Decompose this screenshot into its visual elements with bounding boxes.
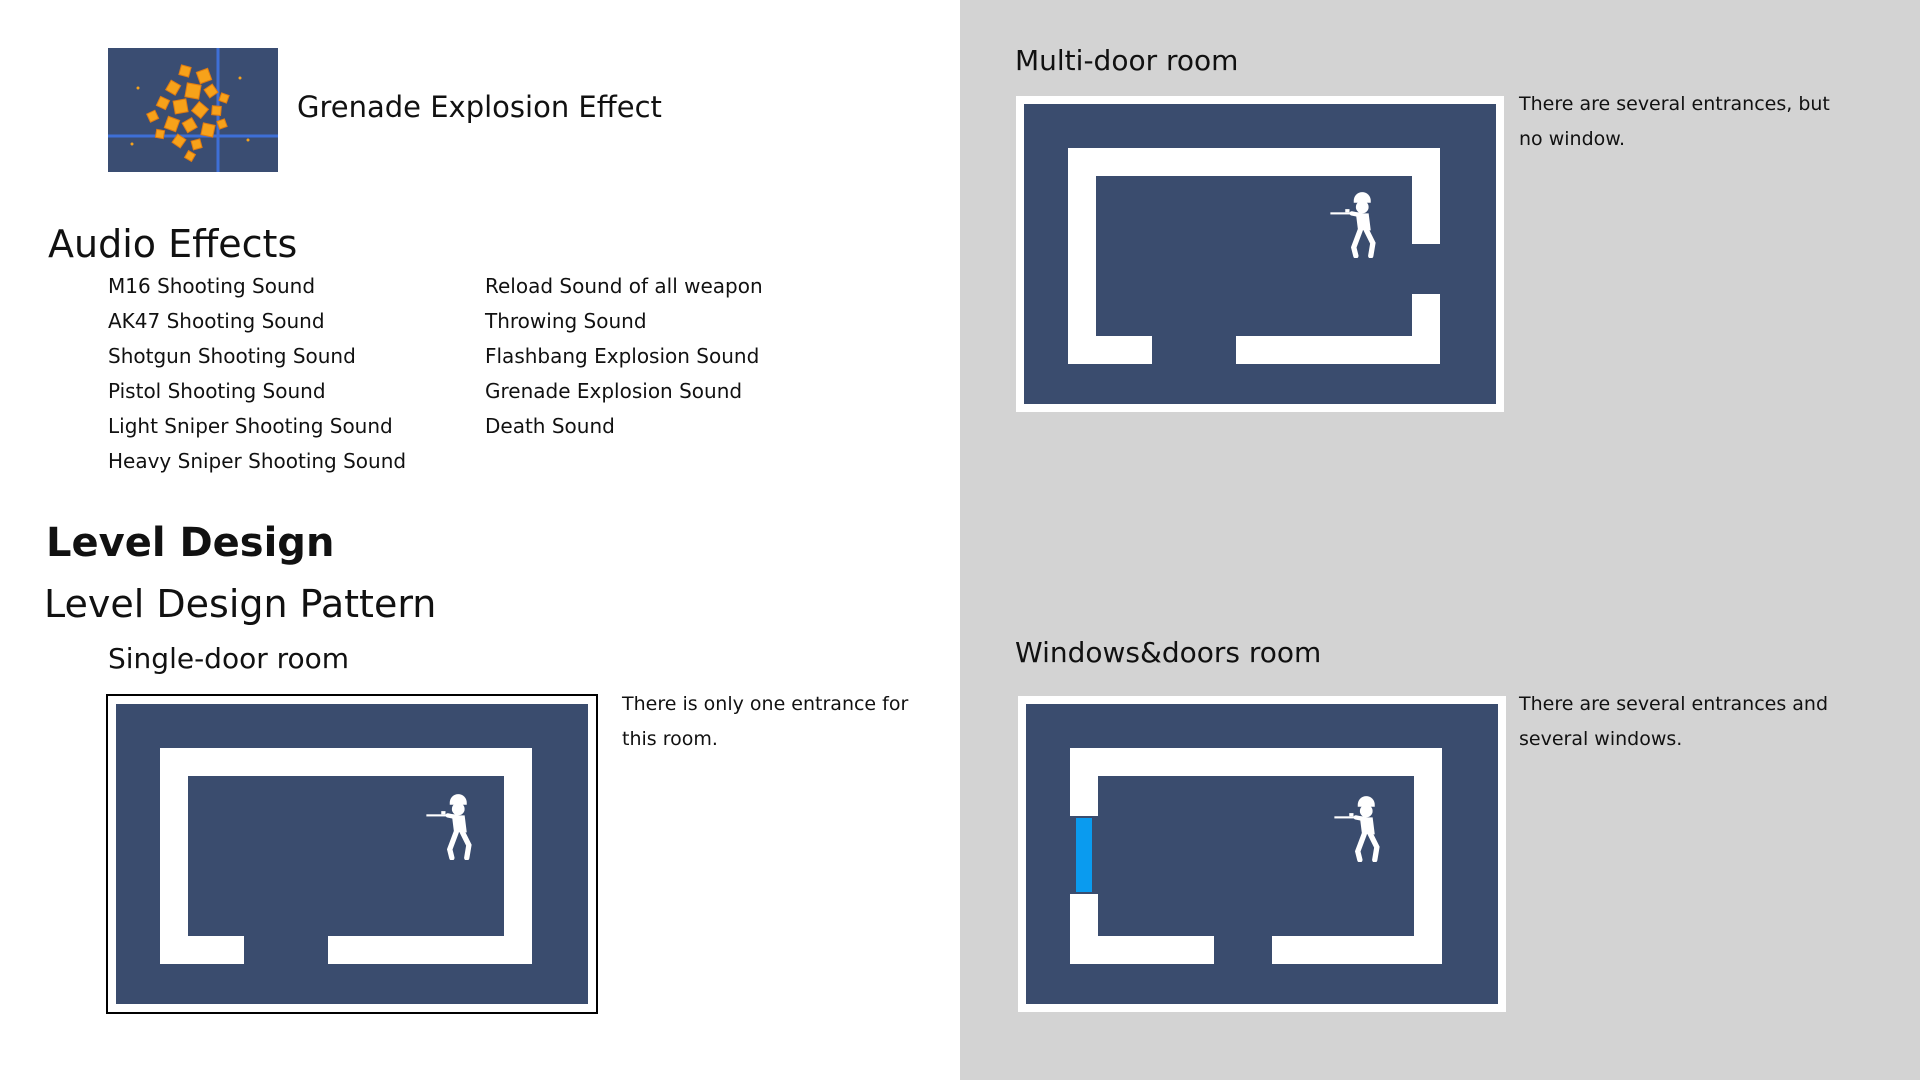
list-item: Grenade Explosion Sound (485, 379, 743, 403)
list-item: Throwing Sound (485, 309, 647, 333)
wall-bottom-right (328, 936, 532, 964)
window (1076, 818, 1092, 892)
wall-right-upper (1412, 148, 1440, 244)
list-item: Light Sniper Shooting Sound (108, 414, 393, 438)
windows-doors-room-title: Windows&doors room (1015, 636, 1322, 669)
wall-left (1068, 148, 1096, 364)
list-item: Heavy Sniper Shooting Sound (108, 449, 407, 473)
wall-bottom-right (1272, 936, 1442, 964)
list-item: Pistol Shooting Sound (108, 379, 326, 403)
multi-door-room-description: There are several entrances, but no wind… (1519, 93, 1830, 150)
wall-top (1070, 748, 1442, 776)
grenade-explosion-thumbnail (108, 48, 278, 172)
multi-door-room-title: Multi-door room (1015, 44, 1239, 77)
wall-left-upper (1070, 748, 1098, 816)
single-door-room-diagram (106, 694, 598, 1014)
wall-bottom-right (1236, 336, 1440, 364)
windows-doors-room-diagram (1018, 696, 1506, 1012)
windows-doors-room-description: There are several entrances and several … (1519, 693, 1829, 750)
level-design-pattern-heading: Level Design Pattern (44, 582, 437, 626)
list-item: Shotgun Shooting Sound (108, 344, 356, 368)
wall-top (1068, 148, 1440, 176)
wall-bottom-left (160, 936, 244, 964)
audio-list-column-1: M16 Shooting Sound AK47 Shooting Sound S… (108, 269, 406, 479)
audio-effects-heading: Audio Effects (48, 222, 298, 266)
grenade-explosion-icon (108, 48, 278, 172)
wall-top (160, 748, 532, 776)
wall-left (160, 748, 188, 964)
list-item: M16 Shooting Sound (108, 274, 316, 298)
list-item: Reload Sound of all weapon (485, 274, 763, 298)
wall-right (504, 748, 532, 964)
single-door-room-title: Single-door room (108, 642, 350, 675)
wall-right (1414, 748, 1442, 964)
list-item: AK47 Shooting Sound (108, 309, 325, 333)
audio-list-column-2: Reload Sound of all weapon Throwing Soun… (485, 269, 763, 444)
list-item: Flashbang Explosion Sound (485, 344, 760, 368)
list-item: Death Sound (485, 414, 615, 438)
single-door-room-description: There is only one entrance for this room… (622, 693, 909, 750)
wall-bottom-left (1068, 336, 1152, 364)
level-design-heading: Level Design (46, 520, 335, 566)
multi-door-room-diagram (1016, 96, 1504, 412)
wall-bottom-left (1070, 936, 1214, 964)
effect-label: Grenade Explosion Effect (297, 90, 662, 124)
